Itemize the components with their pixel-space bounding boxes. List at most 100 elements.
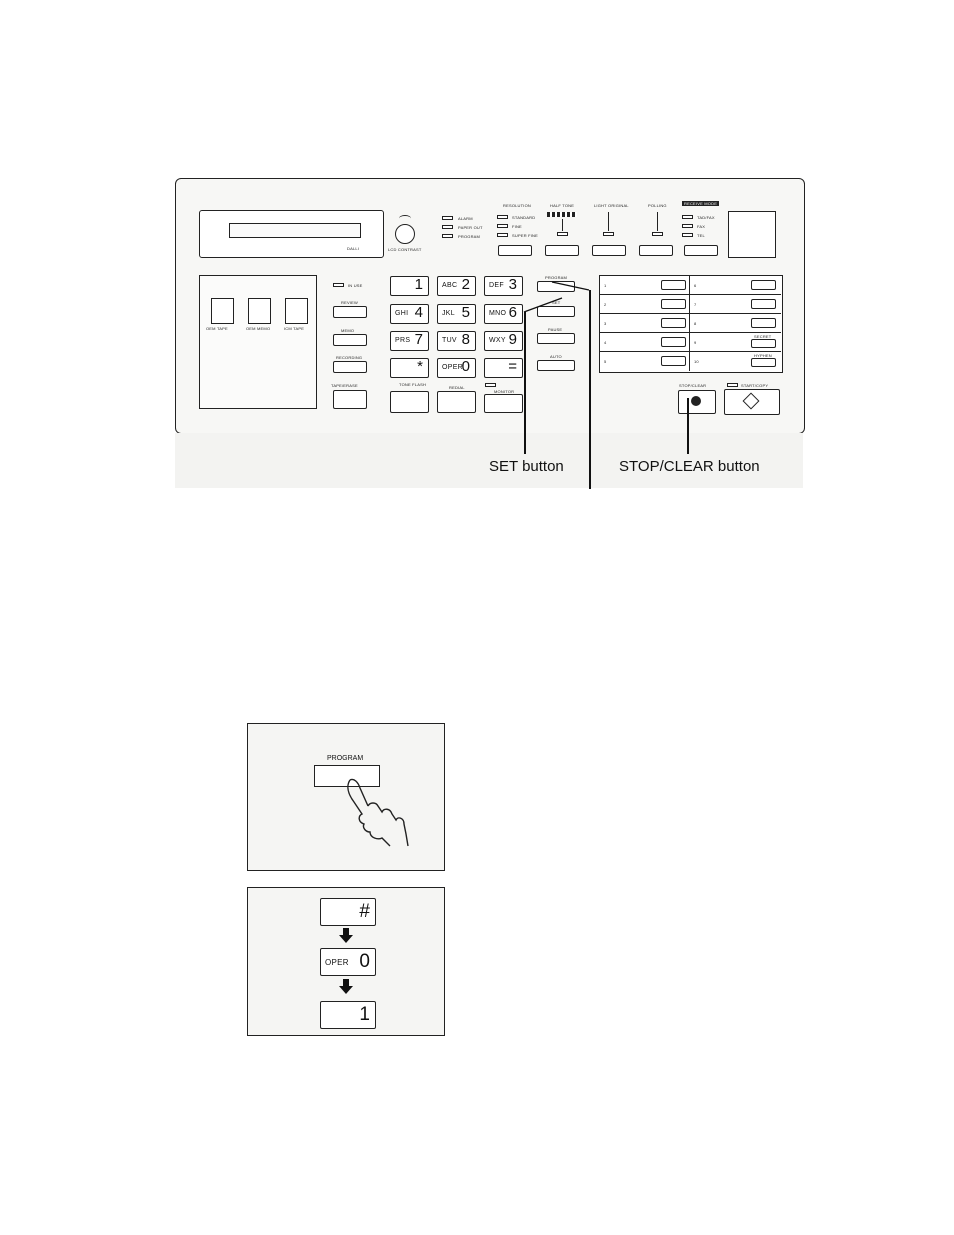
halftone-button[interactable] bbox=[545, 245, 579, 256]
document-window bbox=[728, 211, 776, 258]
light-original-label: LIGHT ORIGINAL bbox=[594, 203, 629, 208]
speed-label-9: 9 bbox=[694, 340, 697, 345]
speed-label-6: 6 bbox=[694, 283, 697, 288]
program-press-figure: PROGRAM bbox=[247, 723, 445, 871]
speed-dial-7[interactable] bbox=[751, 299, 776, 309]
mode-title: RECEIVE MODE bbox=[682, 201, 720, 206]
mode-tel: TEL bbox=[697, 233, 705, 238]
status-led-alarm: ALARM bbox=[458, 216, 473, 221]
speed-dial-1[interactable] bbox=[661, 280, 686, 290]
program-label: PROGRAM bbox=[545, 275, 568, 280]
oem-memo-button[interactable] bbox=[248, 298, 271, 324]
key-star[interactable]: * bbox=[390, 358, 429, 378]
review-button[interactable] bbox=[333, 306, 367, 318]
redial-button[interactable] bbox=[437, 391, 476, 413]
stop-clear-button[interactable] bbox=[678, 390, 716, 414]
program-figure-button[interactable] bbox=[314, 765, 380, 787]
stop-clear-label: STOP/CLEAR bbox=[679, 383, 707, 388]
speed-label-5: 5 bbox=[604, 359, 607, 364]
seq-key-oper-0[interactable]: OPER 0 bbox=[320, 948, 376, 976]
seq-key-1[interactable]: 1 bbox=[320, 1001, 376, 1029]
speed-label-10: 10 bbox=[694, 359, 699, 364]
redial-label: REDIAL bbox=[449, 385, 465, 390]
lcd-contrast-knob[interactable] bbox=[395, 224, 415, 244]
speed-dial-9[interactable] bbox=[751, 339, 776, 348]
tone-flash-label: TONE FLASH bbox=[399, 382, 427, 387]
key-1[interactable]: 1 bbox=[390, 276, 429, 296]
speed-dial-5[interactable] bbox=[661, 356, 686, 366]
review-label: REVIEW bbox=[341, 300, 358, 305]
set-leader bbox=[524, 312, 526, 454]
halftone-label: HALF TONE bbox=[550, 203, 575, 208]
set-button[interactable] bbox=[537, 306, 575, 317]
halftone-scale bbox=[547, 212, 577, 217]
resolution-fine: FINE bbox=[512, 224, 522, 229]
set-label: SET bbox=[552, 300, 561, 305]
mode-fax: FAX bbox=[697, 224, 706, 229]
monitor-button[interactable] bbox=[484, 394, 523, 413]
resolution-button[interactable] bbox=[498, 245, 532, 256]
tape-erase-label: TAPE/ERASE bbox=[331, 383, 358, 388]
auto-button[interactable] bbox=[537, 360, 575, 371]
mode-tad-fax: TAD/FAX bbox=[697, 215, 715, 220]
secret-label: SECRET bbox=[754, 334, 772, 339]
recording-button[interactable] bbox=[333, 361, 367, 373]
speed-label-1: 1 bbox=[604, 283, 607, 288]
speed-dial-10[interactable] bbox=[751, 358, 776, 367]
speed-label-3: 3 bbox=[604, 321, 607, 326]
stop-clear-callout: STOP/CLEAR button bbox=[619, 458, 760, 475]
speed-label-7: 7 bbox=[694, 302, 697, 307]
pause-label: PAUSE bbox=[548, 327, 563, 332]
speed-label-4: 4 bbox=[604, 340, 607, 345]
speed-dial-8[interactable] bbox=[751, 318, 776, 328]
recording-label: RECORDING bbox=[336, 355, 363, 360]
icm-tape-label: ICM TAPE bbox=[284, 326, 305, 331]
start-diamond-icon bbox=[742, 392, 760, 410]
icm-tape-button[interactable] bbox=[285, 298, 308, 324]
polling-label: POLLING bbox=[648, 203, 667, 208]
auto-label: AUTO bbox=[550, 354, 562, 359]
oem-tape-button[interactable] bbox=[211, 298, 234, 324]
status-led-paper-out: PAPER OUT bbox=[458, 225, 483, 230]
display-label: DALLI bbox=[347, 246, 360, 251]
program-leader bbox=[589, 290, 591, 489]
down-arrow-icon bbox=[339, 928, 353, 943]
speed-dial-2[interactable] bbox=[661, 299, 686, 309]
in-use-label: IN USE bbox=[348, 283, 363, 288]
speed-dial-3[interactable] bbox=[661, 318, 686, 328]
pause-button[interactable] bbox=[537, 333, 575, 344]
seq-key-hash[interactable]: # bbox=[320, 898, 376, 926]
lcd-display: DALLI bbox=[199, 210, 384, 258]
speed-dial-4[interactable] bbox=[661, 337, 686, 347]
lcd-contrast-label: LCD CONTRAST bbox=[388, 247, 422, 252]
stop-icon bbox=[691, 396, 701, 406]
speed-label-8: 8 bbox=[694, 321, 697, 326]
resolution-super-fine: SUPER FINE bbox=[512, 233, 539, 238]
mode-button[interactable] bbox=[684, 245, 718, 256]
key-equal[interactable]: = bbox=[484, 358, 523, 378]
memo-button[interactable] bbox=[333, 334, 367, 346]
speed-label-2: 2 bbox=[604, 302, 607, 307]
status-led-program: PROGRAM bbox=[458, 234, 481, 239]
start-copy-button[interactable] bbox=[724, 389, 780, 415]
light-original-button[interactable] bbox=[592, 245, 626, 256]
leader-diagonals bbox=[523, 281, 590, 313]
tape-erase-button[interactable] bbox=[333, 390, 367, 409]
polling-button[interactable] bbox=[639, 245, 673, 256]
speed-dial-6[interactable] bbox=[751, 280, 776, 290]
tone-flash-button[interactable] bbox=[390, 391, 429, 413]
oem-memo-label: OEM MEMO bbox=[246, 326, 271, 331]
memo-label: MEMO bbox=[341, 328, 355, 333]
panel-base-shadow bbox=[175, 433, 803, 488]
start-copy-label: START/COPY bbox=[741, 383, 769, 388]
